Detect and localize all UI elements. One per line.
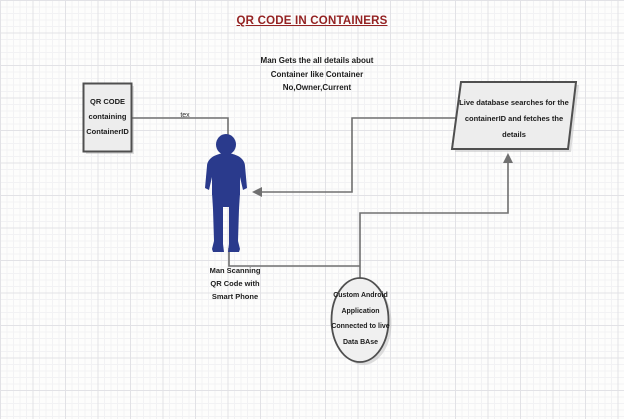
person-caption-line: Smart Phone — [211, 292, 259, 301]
person-caption-line: Man Scanning — [209, 266, 261, 275]
note-line: No,Owner,Current — [282, 83, 352, 92]
note-line: Container like Container — [270, 69, 364, 79]
node-android-app[interactable] — [330, 277, 390, 363]
app-line: Custom Android — [333, 292, 388, 299]
connector-app-to-db[interactable] — [359, 161, 509, 278]
node-live-database[interactable] — [450, 81, 578, 150]
connector-db-to-person[interactable] — [259, 117, 456, 193]
arrow-up-icon — [503, 153, 513, 163]
database-line: containerID and fetches the — [464, 114, 564, 123]
connectors[interactable] — [131, 117, 509, 278]
database-line: Live database searches for the — [459, 98, 569, 107]
qr-box-line: QR CODE — [89, 97, 125, 106]
qr-box-label: QR CODE containing ContainerID — [84, 94, 131, 139]
note-man-gets-details: Man Gets the all details about Container… — [217, 54, 417, 95]
person-legs — [212, 193, 240, 252]
app-line: Data BAse — [342, 338, 378, 346]
qr-box-line: containing — [88, 112, 127, 121]
arrow-left-icon — [252, 187, 262, 197]
person-silhouette[interactable] — [205, 134, 247, 252]
connector-label-tex: tex — [180, 112, 190, 119]
connector-person-to-junction[interactable] — [228, 248, 360, 267]
android-app-label: Custom Android Application Connected to … — [329, 288, 392, 350]
person-caption-line: QR Code with — [210, 279, 260, 288]
node-qr-code-box[interactable] — [82, 82, 133, 153]
connector-qr-to-person[interactable] — [131, 117, 229, 140]
arrowheads — [252, 153, 513, 197]
person-torso — [205, 153, 247, 195]
person-caption: Man Scanning QR Code with Smart Phone — [192, 264, 278, 303]
page-title: QR CODE IN CONTAINERS — [236, 15, 388, 27]
qr-box-line: ContainerID — [86, 127, 129, 136]
database-node-label: Live database searches for the container… — [456, 95, 572, 143]
app-line: Connected to live — [331, 323, 390, 330]
database-line: details — [502, 130, 526, 139]
note-line: Man Gets the all details about — [260, 56, 374, 65]
app-line: Application — [341, 307, 380, 315]
